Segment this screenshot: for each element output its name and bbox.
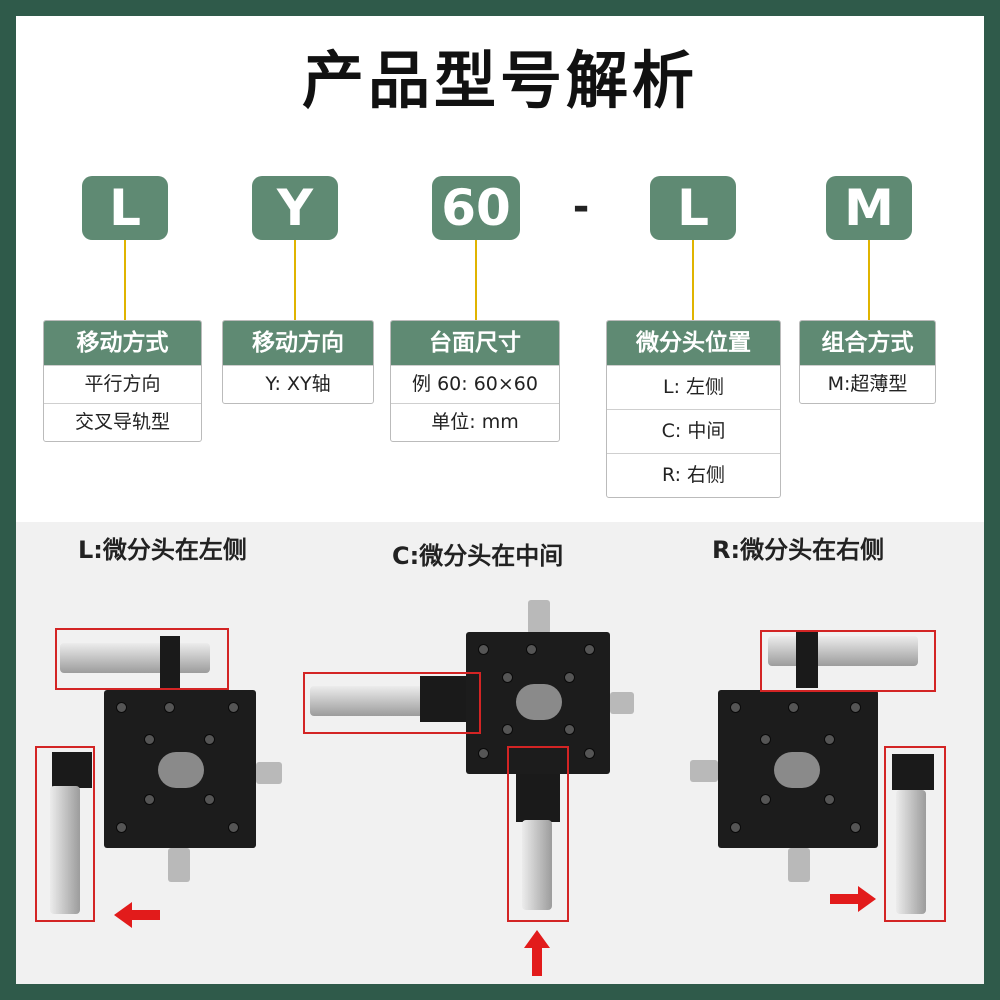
spec-box-size: 台面尺寸 例 60: 60×60 单位: mm <box>390 320 560 442</box>
spec-box-heading: 微分头位置 <box>607 321 780 365</box>
stage-left-micrometer-image <box>104 690 256 848</box>
arrow-left-icon <box>114 902 160 928</box>
adjust-knob-image <box>610 692 634 714</box>
code-badge-size: 60 <box>432 176 520 240</box>
micrometer-bracket-image <box>420 676 466 722</box>
highlight-box <box>884 746 946 922</box>
spec-box-row: M:超薄型 <box>800 365 935 403</box>
adjust-knob-image <box>168 848 190 882</box>
micrometer-head-image <box>896 790 926 914</box>
caption-right: R:微分头在右侧 <box>712 536 885 564</box>
connector-line <box>124 240 126 320</box>
stage-center-micrometer-image <box>466 632 610 774</box>
micrometer-head-image <box>310 686 424 716</box>
spec-box-row: L: 左侧 <box>607 365 780 409</box>
connector-line <box>868 240 870 320</box>
spec-box-heading: 组合方式 <box>800 321 935 365</box>
spec-box-heading: 移动方向 <box>223 321 373 365</box>
page-title: 产品型号解析 <box>301 44 698 117</box>
spec-box-row: 平行方向 <box>44 365 201 403</box>
connector-line <box>294 240 296 320</box>
micrometer-head-image <box>522 820 552 910</box>
code-badge-movement: L <box>82 176 168 240</box>
adjust-knob-image <box>528 600 550 634</box>
arrow-up-icon <box>524 930 550 976</box>
spec-box-row: R: 右侧 <box>607 453 780 497</box>
arrow-right-icon <box>830 886 876 912</box>
stage-right-micrometer-image <box>718 690 878 848</box>
micrometer-bracket-image <box>52 752 92 788</box>
spec-box-direction: 移动方向 Y: XY轴 <box>222 320 374 404</box>
spec-box-row: C: 中间 <box>607 409 780 453</box>
micrometer-head-image <box>60 643 210 673</box>
micrometer-bracket-image <box>892 754 934 790</box>
caption-center: C:微分头在中间 <box>392 542 564 570</box>
connector-line <box>475 240 477 320</box>
micrometer-bracket-image <box>160 636 180 690</box>
spec-box-row: Y: XY轴 <box>223 365 373 403</box>
code-badge-direction: Y <box>252 176 338 240</box>
micrometer-bracket-image <box>516 774 560 822</box>
spec-box-row: 例 60: 60×60 <box>391 365 559 403</box>
spec-box-movement: 移动方式 平行方向 交叉导轨型 <box>43 320 202 442</box>
code-badge-micrometer-position: L <box>650 176 736 240</box>
highlight-box <box>55 628 229 690</box>
code-badge-combination: M <box>826 176 912 240</box>
highlight-box <box>303 672 481 734</box>
spec-box-row: 单位: mm <box>391 403 559 441</box>
highlight-box <box>507 746 569 922</box>
micrometer-head-image <box>768 636 918 666</box>
spec-box-micrometer-position: 微分头位置 L: 左侧 C: 中间 R: 右侧 <box>606 320 781 498</box>
adjust-knob-image <box>690 760 718 782</box>
adjust-knob-image <box>256 762 282 784</box>
highlight-box <box>760 630 936 692</box>
code-separator: - <box>572 184 590 230</box>
highlight-box <box>35 746 95 922</box>
spec-box-heading: 台面尺寸 <box>391 321 559 365</box>
micrometer-head-image <box>50 786 80 914</box>
spec-box-row: 交叉导轨型 <box>44 403 201 441</box>
caption-left: L:微分头在左侧 <box>78 536 247 564</box>
micrometer-bracket-image <box>796 632 818 688</box>
spec-box-heading: 移动方式 <box>44 321 201 365</box>
spec-box-combination: 组合方式 M:超薄型 <box>799 320 936 404</box>
connector-line <box>692 240 694 320</box>
adjust-knob-image <box>788 848 810 882</box>
